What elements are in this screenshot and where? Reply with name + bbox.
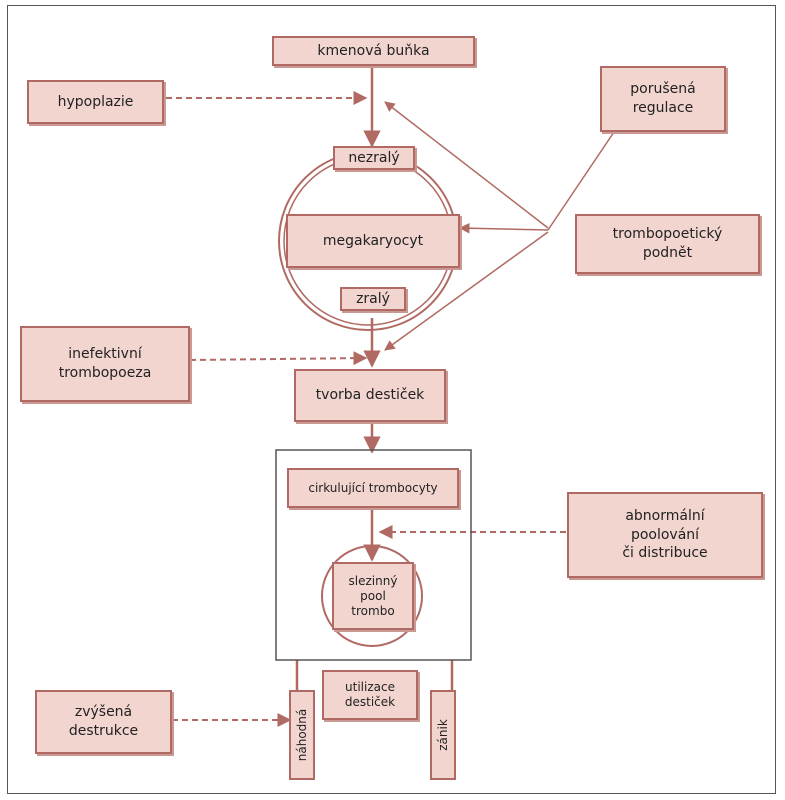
hypoplasia-label: hypoplazie — [57, 93, 134, 110]
random-label: náhodná — [295, 708, 309, 762]
stem-cell-box: kmenová buňka — [272, 36, 475, 66]
line-stimulus-to-bottom — [384, 231, 549, 351]
platelet-utilization-label: utilizace destiček — [344, 680, 396, 709]
line-regulation-to-stimulus — [547, 131, 615, 231]
line-stimulus-to-top — [384, 101, 549, 229]
circulating-platelets-box: cirkulující trombocyty — [287, 468, 459, 508]
spleen-circle — [321, 545, 423, 647]
mature-box: zralý — [340, 287, 406, 311]
immature-label: nezralý — [348, 149, 400, 166]
megakaryocyte-box: megakaryocyt — [286, 214, 460, 268]
diagram-frame — [7, 5, 776, 794]
increased-destruction-label: zvýšená destrukce — [68, 704, 139, 739]
abnormal-pooling-box: abnormální poolování či distribuce — [567, 492, 763, 578]
random-box: náhodná — [289, 690, 315, 780]
line-stimulus-to-megakaryocyte — [458, 222, 549, 234]
splenic-pool-label: slezinný pool trombo — [348, 573, 398, 618]
circulation-frame — [275, 449, 472, 661]
mature-label: zralý — [356, 290, 390, 307]
thrombopoietic-stimulus-label: trombopoetický podnět — [612, 226, 723, 261]
demise-label: zánik — [436, 719, 450, 751]
hypoplasia-box: hypoplazie — [27, 80, 164, 124]
ineffective-thrombopoiesis-label: inefektivní trombopoeza — [58, 346, 152, 381]
abnormal-pooling-label: abnormální poolování či distribuce — [622, 507, 708, 562]
disturbed-regulation-box: porušená regulace — [600, 66, 726, 132]
platelet-formation-label: tvorba destiček — [315, 387, 425, 404]
immature-box: nezralý — [333, 146, 415, 170]
splenic-pool-box: slezinný pool trombo — [332, 562, 414, 630]
thrombopoietic-stimulus-box: trombopoetický podnět — [575, 214, 760, 274]
megakaryocyte-label: megakaryocyt — [322, 232, 424, 249]
circulating-platelets-label: cirkulující trombocyty — [308, 480, 438, 495]
increased-destruction-box: zvýšená destrukce — [35, 690, 172, 754]
dash-ineffective — [189, 351, 368, 366]
platelet-formation-box: tvorba destiček — [294, 369, 446, 422]
demise-box: zánik — [430, 690, 456, 780]
ineffective-thrombopoiesis-box: inefektivní trombopoeza — [20, 326, 190, 402]
stem-cell-label: kmenová buňka — [317, 42, 430, 59]
disturbed-regulation-label: porušená regulace — [630, 81, 696, 116]
platelet-utilization-box: utilizace destiček — [322, 670, 418, 720]
